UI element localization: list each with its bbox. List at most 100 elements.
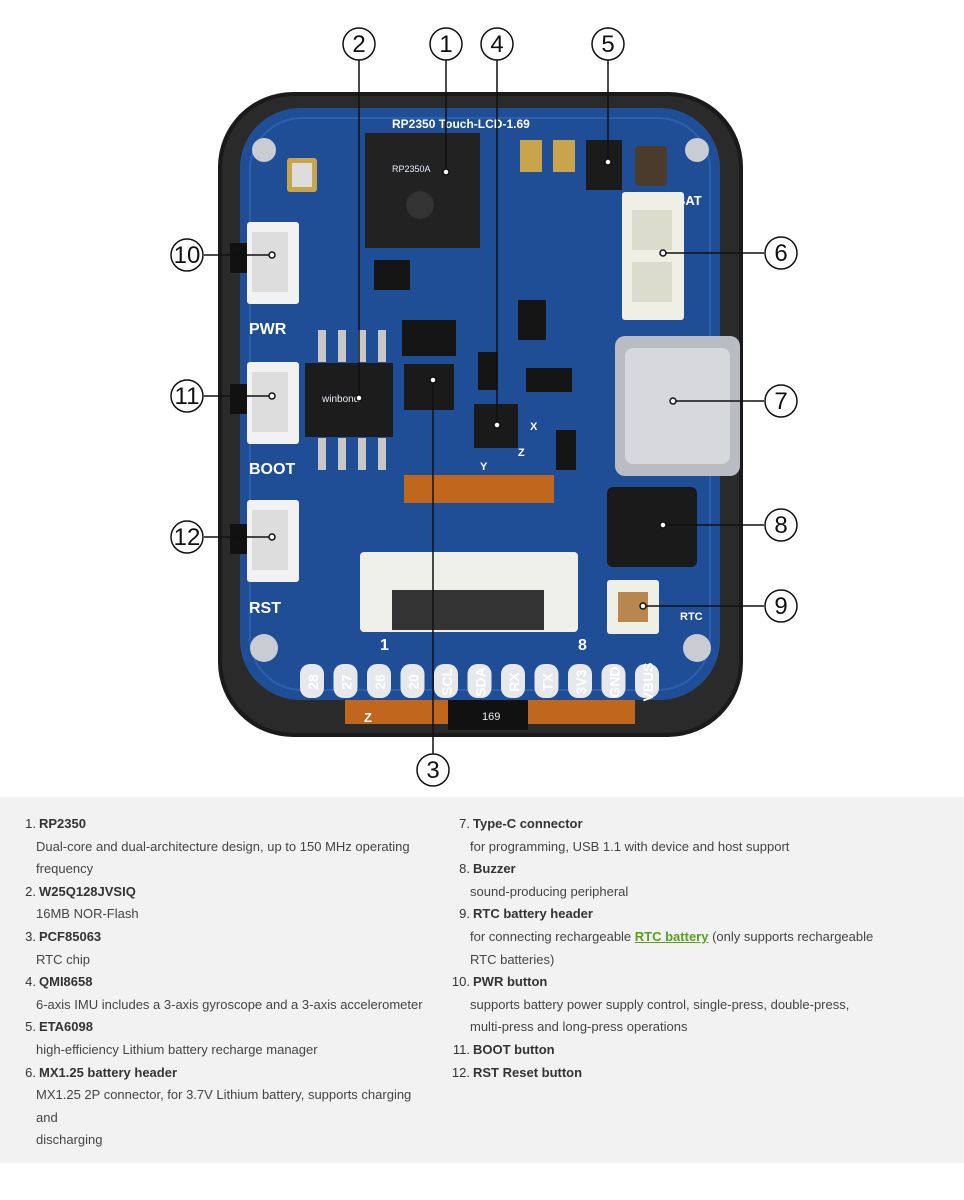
item-description: 6-axis IMU includes a 3-axis gyroscope a… [36,996,423,1012]
pin-pad [367,664,391,698]
axis-z-label: Z [518,447,525,459]
flash-chip-label: winbond [321,394,359,405]
item-description: MX1.25 2P connector, for 3.7V Lithium ba… [36,1087,412,1125]
feature-item: 2.W25Q128JVSIQ 16MB NOR-Flash [20,881,430,926]
right-list: 7.Type-C connector for programming, USB 1… [450,813,920,1084]
svg-text:2: 2 [352,31,365,58]
item-description: 16MB NOR-Flash [36,906,139,922]
item-number: 5. [25,1019,36,1035]
item-number: 6. [25,1064,36,1080]
svg-text:6: 6 [774,240,787,267]
item-description: for connecting rechargeable RTC battery … [450,926,920,949]
svg-text:8: 8 [774,512,787,539]
item-number: 9. [459,906,470,922]
item-number: 12. [451,1064,470,1080]
feature-item: 9.RTC battery header for connecting recha… [450,903,920,971]
pin-pad [635,664,659,698]
item-number: 11. [452,1041,470,1057]
item-number: 8. [459,861,470,877]
item-name: RTC battery header [473,906,593,922]
pin-pad [467,664,492,698]
pin-label: 26 [372,674,388,690]
eta6098-chip [586,140,622,190]
svg-text:3: 3 [426,757,439,784]
item-name: W25Q128JVSIQ [39,883,136,899]
item-number: 2. [25,883,36,899]
callout-5: 5 [591,27,625,61]
pin-pad [501,664,525,698]
item-description: high-efficiency Lithium battery recharge… [36,1041,318,1057]
item-name: Buzzer [473,861,516,877]
feature-item: 12.RST Reset button [450,1062,920,1085]
svg-text:5: 5 [601,31,614,58]
pin-pad [333,664,358,698]
pin-pad [601,664,626,698]
svg-text:12: 12 [174,524,201,551]
board-figure: 169 Z RP2350 Touch-LCD-1.69 RP2350A winb… [170,27,798,787]
pin-pad [568,664,592,698]
pin-pad [434,664,458,698]
svg-text:4: 4 [490,31,503,58]
rp2350-chip-label: RP2350A [392,164,431,174]
callout-2: 2 [342,27,376,61]
item-number: 7. [459,816,470,831]
pin-label: RX [506,672,522,692]
pin-label: 27 [339,674,355,690]
description-text: (only supports rechargeable [708,928,874,944]
callout-1: 1 [429,27,463,61]
flash-chip [305,363,393,437]
item-name: PCF85063 [39,928,102,944]
axis-x-label: X [530,421,538,433]
description-text: for connecting rechargeable [470,928,635,944]
boot-label: BOOT [249,461,295,478]
rp2350-chip [365,133,480,248]
callout-9: 9 [764,589,798,623]
buzzer [607,487,697,567]
board-label: RP2350 Touch-LCD-1.69 [392,117,530,131]
item-description: supports battery power supply control, s… [470,996,850,1012]
callout-8: 8 [764,508,798,542]
rtc-battery-link[interactable]: RTC battery [634,928,709,944]
item-name: RST Reset button [473,1064,583,1080]
feature-item: 7.Type-C connector for programming, USB 1… [450,813,920,858]
pin-eight: 8 [578,637,587,654]
item-name: BOOT button [473,1041,555,1057]
pin-pad [300,664,324,698]
pin-label: TX [540,672,556,691]
callout-6: 6 [764,236,798,270]
item-name: QMI8658 [39,974,93,990]
pin-pad [534,664,559,698]
callout-7: 7 [764,384,798,418]
callout-3: 3 [416,753,450,787]
item-name: Type-C connector [473,816,583,831]
pin-label: 3V3 [573,669,589,694]
item-description: discharging [36,1132,103,1148]
item-description: sound-producing peripheral [470,883,629,899]
pwr-button [230,222,299,304]
board-illustration: 169 Z RP2350 Touch-LCD-1.69 RP2350A winb… [170,27,798,787]
item-description: frequency [36,861,94,877]
svg-text:1: 1 [439,31,452,58]
pwr-label: PWR [249,321,287,338]
leader-lines [204,60,764,754]
callout-10: 10 [170,238,204,272]
item-number: 1. [25,816,36,831]
item-number: 10. [451,974,470,990]
pin-label: VBUS [640,663,656,702]
item-description: Dual-core and dual-architecture design, … [36,838,410,854]
flex-label: 169 [482,711,500,723]
callout-11: 11 [170,379,204,413]
pin-label: 20 [406,674,422,690]
footer-space [0,1163,964,1200]
item-description: for programming, USB 1.1 with device and… [470,838,790,854]
axis-y-label: Y [480,461,488,473]
svg-text:11: 11 [175,383,200,410]
feature-item: 11.BOOT button [450,1039,920,1062]
